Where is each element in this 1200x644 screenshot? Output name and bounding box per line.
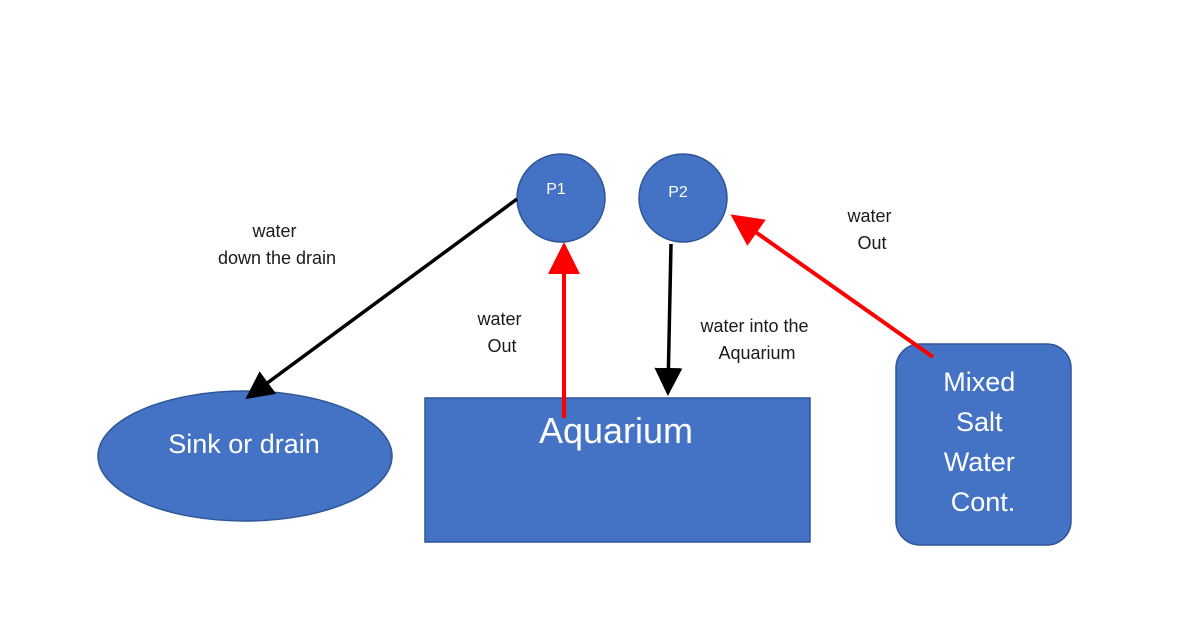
pump-2-label: P2 <box>668 184 688 201</box>
caption-aquarium-out-line-2: Out <box>487 336 516 356</box>
pump-1-label: P1 <box>546 181 566 198</box>
container-label-line-2: Salt <box>956 407 1003 437</box>
container-label-line-3: Water <box>944 447 1015 477</box>
caption-aquarium-out: water Out <box>476 309 526 356</box>
container-label-line-1: Mixed <box>943 367 1015 397</box>
caption-container-out-line-2: Out <box>857 233 886 253</box>
pump-1-node <box>516 153 606 243</box>
caption-container-out-line-1: water <box>846 206 891 226</box>
aquarium-node <box>424 397 811 543</box>
caption-container-out: water Out <box>846 206 896 253</box>
caption-drain-line-2: down the drain <box>218 248 336 268</box>
sink-label: Sink or drain <box>168 429 320 459</box>
caption-into-aquarium-line-2: Aquarium <box>718 343 795 363</box>
caption-into-aquarium-line-1: water into the <box>699 316 808 336</box>
caption-drain: water down the drain <box>218 221 336 268</box>
arrow-container-to-pump2 <box>730 214 935 359</box>
arrow-pump1-to-sink <box>245 197 519 400</box>
container-label: Mixed Salt Water Cont. <box>943 367 1023 517</box>
caption-drain-line-1: water <box>251 221 296 241</box>
caption-into-aquarium: water into the Aquarium <box>699 316 813 363</box>
arrow-pump2-to-aquarium <box>654 243 683 396</box>
container-label-line-4: Cont. <box>951 487 1016 517</box>
sink-node <box>97 390 393 522</box>
container-node <box>895 343 1072 546</box>
pump-2-node <box>638 153 728 243</box>
caption-aquarium-out-line-1: water <box>476 309 521 329</box>
